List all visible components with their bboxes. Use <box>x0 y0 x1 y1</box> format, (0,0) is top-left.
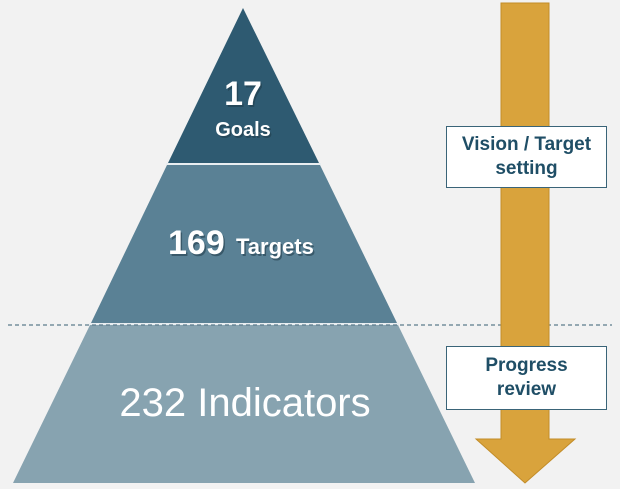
goals-label-shadow: Goals <box>217 121 273 143</box>
targets-label-shadow: Targets <box>238 236 316 261</box>
targets-tier <box>91 165 397 323</box>
vision-label-line2: setting <box>495 158 558 179</box>
indicators-tier <box>13 325 475 483</box>
vision-label-line1: Vision / Target <box>461 134 592 155</box>
goals-tier <box>168 8 319 163</box>
progress-label-line2: review <box>496 379 557 400</box>
targets-count: 169 <box>168 224 225 262</box>
progress-review-box: Progress review <box>446 346 607 410</box>
targets-count-shadow: 169 <box>170 226 227 264</box>
targets-label: Targets <box>236 234 314 259</box>
downward-arrow <box>474 2 577 484</box>
progress-label-line1: Progress <box>485 355 568 376</box>
indicators-label: 232 Indicators <box>119 381 370 425</box>
vision-target-setting-box: Vision / Target setting <box>446 126 607 188</box>
goals-count: 17 <box>224 75 262 113</box>
goals-label: Goals <box>215 119 271 141</box>
goals-count-shadow: 17 <box>226 77 264 115</box>
